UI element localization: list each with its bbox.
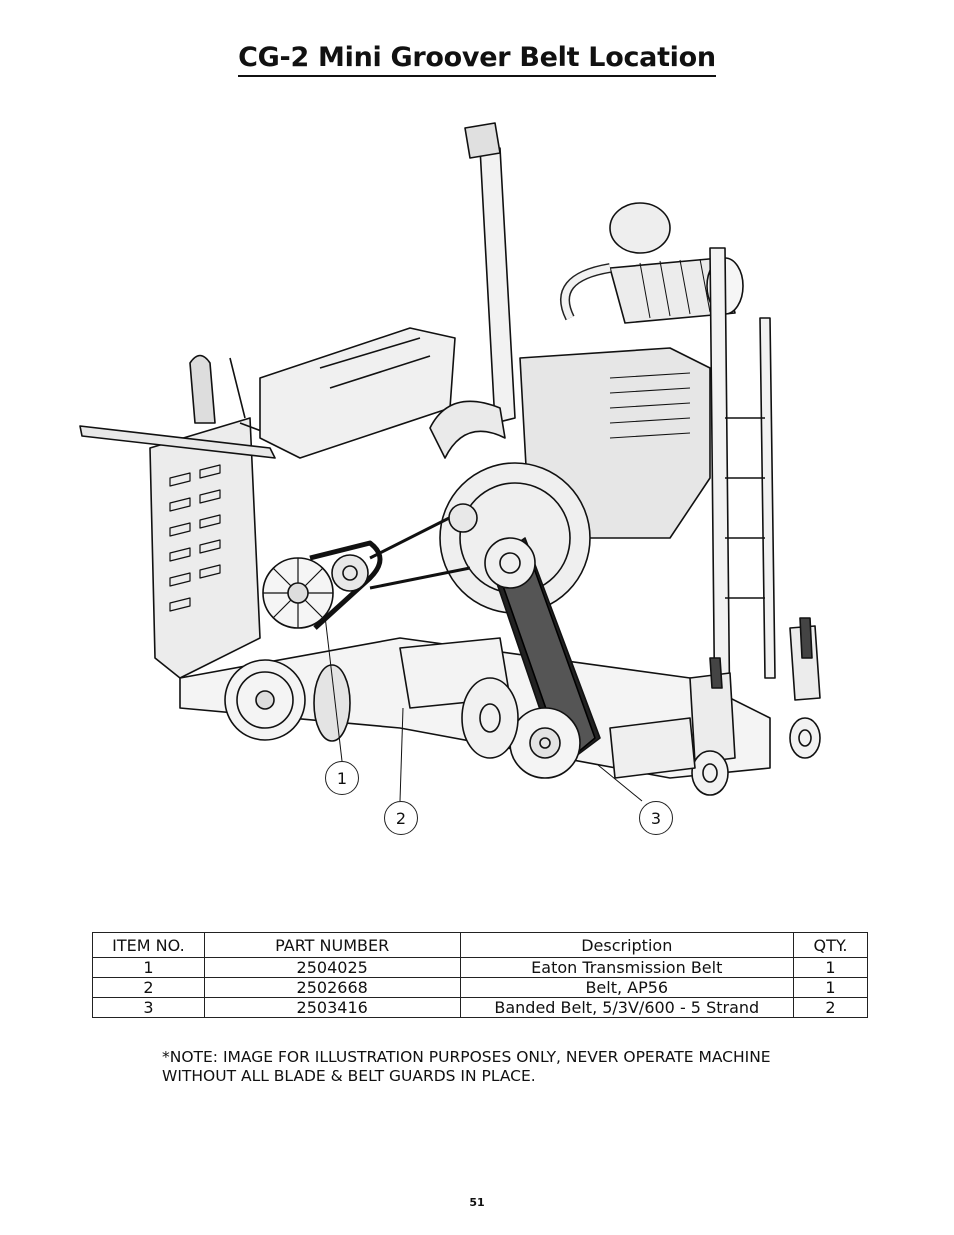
control-box — [259, 327, 456, 459]
cell-part-number: 2502668 — [203, 977, 461, 998]
header-qty: QTY. — [793, 932, 868, 958]
callout-2: 2 — [384, 801, 418, 835]
callout-3: 3 — [639, 801, 673, 835]
callout-1: 1 — [325, 761, 359, 795]
cell-description: Eaton Transmission Belt — [459, 957, 795, 978]
leader-1 — [324, 615, 343, 762]
cell-item-no: 2 — [92, 977, 205, 998]
air-cleaner-top — [609, 202, 671, 254]
machine-illustration — [79, 122, 821, 802]
note-line-1: *NOTE: IMAGE FOR ILLUSTRATION PURPOSES O… — [162, 1048, 771, 1066]
table-row: 2 2502668 Belt, AP56 1 — [92, 977, 868, 998]
air-cleaner — [609, 257, 736, 324]
table-header-row: ITEM NO. PART NUMBER Description QTY. — [92, 932, 868, 958]
header-description: Description — [459, 932, 795, 958]
exhaust-pipe — [479, 147, 516, 424]
upper-pulley — [484, 537, 536, 589]
cell-item-no: 1 — [92, 957, 205, 978]
header-part-number: PART NUMBER — [203, 932, 461, 958]
leader-3 — [597, 764, 643, 802]
page-number: 51 — [469, 1196, 485, 1209]
cell-part-number: 2503416 — [203, 997, 461, 1018]
cell-part-number: 2504025 — [203, 957, 461, 978]
safety-note: *NOTE: IMAGE FOR ILLUSTRATION PURPOSES O… — [162, 1048, 882, 1086]
page-title-wrap: CG-2 Mini Groover Belt Location — [0, 42, 954, 77]
header-item-no: ITEM NO. — [92, 932, 205, 958]
parts-table: ITEM NO. PART NUMBER Description QTY. 1 … — [92, 932, 868, 1018]
left-guard — [149, 417, 261, 679]
middle-wheel — [461, 677, 519, 759]
cell-description: Belt, AP56 — [459, 977, 795, 998]
page-title: CG-2 Mini Groover Belt Location — [238, 42, 716, 77]
cell-qty: 1 — [793, 977, 868, 998]
note-line-2: WITHOUT ALL BLADE & BELT GUARDS IN PLACE… — [162, 1067, 536, 1085]
table-row: 1 2504025 Eaton Transmission Belt 1 — [92, 957, 868, 978]
table-row: 3 2503416 Banded Belt, 5/3V/600 - 5 Stra… — [92, 997, 868, 1018]
leader-2 — [399, 707, 404, 802]
cell-qty: 2 — [793, 997, 868, 1018]
right-casters — [689, 617, 821, 796]
cell-qty: 1 — [793, 957, 868, 978]
cell-item-no: 3 — [92, 997, 205, 1018]
cell-description: Banded Belt, 5/3V/600 - 5 Strand — [459, 997, 795, 1018]
handle-bar — [79, 425, 276, 459]
belt-1 — [309, 540, 383, 630]
